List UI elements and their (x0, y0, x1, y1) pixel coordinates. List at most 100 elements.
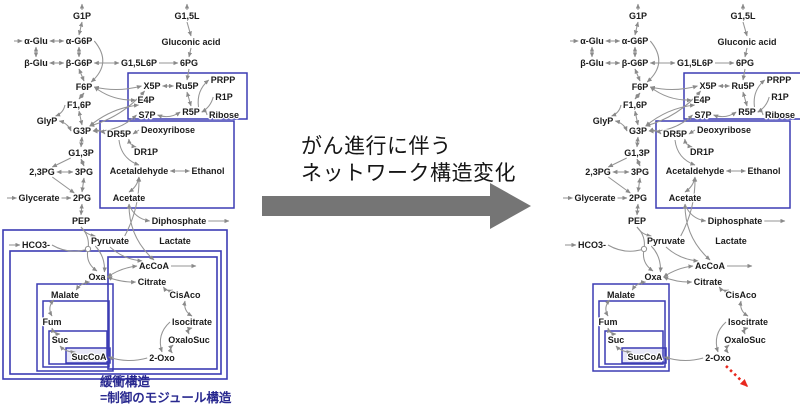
edge-Gluc-6PG-left (187, 47, 193, 58)
edge-jc-Oxa-left (86, 248, 98, 272)
node-bGlu-left: β-Glu (24, 58, 48, 68)
edge-2PG-PEP-right (635, 203, 640, 216)
node-DR5P-left: DR5P (107, 129, 131, 139)
node-G3P-left: G3P (73, 126, 91, 136)
edge-GlyP-G3P-right (614, 119, 628, 132)
junction-circle-right (640, 245, 648, 253)
edge-Oxa-Citrate-right (663, 276, 693, 285)
node-G15L6P-right: G1,5L6P (677, 58, 713, 68)
node-CisAco-right: CisAco (725, 290, 757, 300)
edge-jc-Oxa-right (642, 248, 654, 272)
node-aG6P-right: α-G6P (622, 36, 649, 46)
edge-Oxa-AcCoA-right (663, 264, 694, 278)
node-Pyruvate-right: Pyruvate (647, 236, 685, 246)
node-2Oxo-left: 2-Oxo (149, 353, 175, 363)
node-Ribose-right: Ribose (765, 110, 795, 120)
edge-Isocitrate-2Oxo-left (158, 321, 171, 353)
node-Isocitrate-left: Isocitrate (172, 317, 212, 327)
edge-2Oxo-SucCoA-right (664, 356, 704, 362)
edge-G3P-G13P-right (635, 136, 640, 148)
transition-caption-line2: ネットワーク構造変化 (301, 162, 516, 185)
node-G3P-right: G3P (629, 126, 647, 136)
edge-6PG-Ru5P-right (741, 68, 746, 81)
node-Acetate-left: Acetate (113, 193, 146, 203)
node-Deoxyribose-right: Deoxyribose (697, 125, 751, 135)
buffer-structure-caption-line1: 緩衝構造 (100, 375, 151, 389)
node-SucCoA-left: SucCoA (71, 352, 107, 362)
malate-module-box-right (592, 283, 670, 372)
node-AcCoA-left: AcCoA (139, 261, 170, 271)
buffer-mid-box-left (9, 250, 222, 375)
edge-F6P-X5P-right (649, 85, 698, 91)
node-Diphosphate-left: Diphosphate (152, 216, 207, 226)
edge-Acetate-Diphosphate-left (128, 203, 151, 223)
node-3PG-left: 3PG (75, 167, 93, 177)
edge-F16P-G3P-right (633, 110, 640, 126)
node-23PG-left: 2,3PG (29, 167, 55, 177)
edge-G13P-23PG-right (607, 157, 627, 168)
edge-CisAco-Isocitrate-left (181, 300, 193, 317)
node-OxaloSuc-right: OxaloSuc (724, 335, 766, 345)
node-Malate-left: Malate (51, 290, 79, 300)
edge-DR5P-G3P-left (92, 127, 106, 135)
edge-Fum-Malate-right (603, 299, 611, 317)
edge-S7P-R5P-right (713, 111, 737, 119)
node-Acetate-right: Acetate (669, 193, 702, 203)
node-bG6P-right: β-G6P (622, 58, 649, 68)
edge-DR5P-Acetaldehyde-right (674, 139, 696, 166)
node-HCO3-left: HCO3- (22, 240, 50, 250)
node-aGlu-right: α-Glu (580, 36, 604, 46)
edge-HCO3-jc-right (607, 244, 645, 252)
edge-F16P-G3P-left (77, 110, 84, 126)
edge-Oxa-Citrate-left (107, 276, 137, 285)
edge-bG6P-F6P-left (78, 68, 85, 82)
edge-DR5P-G3P-right (648, 127, 662, 135)
node-DR1P-right: DR1P (690, 147, 714, 157)
buffer-structure-caption: 緩衝構造 =制御のモジュール構造 (100, 375, 231, 406)
edge-S7P-R5P-left (157, 111, 181, 119)
edge-G15L-Gluc-right (742, 21, 748, 37)
edge-DR5P-DR1P-right (683, 138, 693, 149)
node-PRPP-right: PRPP (767, 75, 792, 85)
buffer-structure-caption-line2: =制御のモジュール構造 (100, 390, 232, 405)
node-6PG-left: 6PG (180, 58, 198, 68)
node-DR5P-right: DR5P (663, 129, 687, 139)
edge-Deoxyribose-DR5P-right (688, 129, 696, 135)
edge-OxaloSuc-2Oxo-right (723, 344, 730, 354)
edge-G13P-3PG-right (636, 158, 641, 167)
node-G15L6P-left: G1,5L6P (121, 58, 157, 68)
node-Oxa-left: Oxa (88, 272, 106, 282)
edge-aG6P-F6P-left (90, 40, 104, 83)
buffer-outer-box-left (2, 229, 228, 380)
node-Acetaldehyde-left: Acetaldehyde (110, 166, 169, 176)
transition-caption: がん進行に伴う ネットワーク構造変化 (301, 133, 516, 187)
node-23PG-right: 2,3PG (585, 167, 611, 177)
edge-Pyruvate-Oxa-right (650, 245, 663, 273)
malate-module-box-left (36, 283, 114, 372)
node-Citrate-right: Citrate (694, 277, 723, 287)
node-G13P-right: G1,3P (624, 148, 650, 158)
edge-Ru5P-R5P-right (742, 91, 748, 107)
node-DR1P-left: DR1P (134, 147, 158, 157)
edge-Ribose-R5P-right (757, 108, 764, 116)
node-Suc-left: Suc (52, 335, 69, 345)
node-2PG-right: 2PG (629, 193, 647, 203)
edge-23PG-2PG-left (51, 176, 75, 194)
buffer-inner-box-left (107, 256, 218, 370)
edge-F16P-GlyP-right (611, 104, 622, 117)
node-Fum-right: Fum (599, 317, 618, 327)
edge-Gluc-6PG-right (743, 47, 749, 58)
edge-HCO3-jc-left (51, 244, 89, 252)
node-G1P-left: G1P (73, 11, 91, 21)
deoxyribose-module-box-right (655, 120, 791, 209)
edge-OxaloSuc-2Oxo-left (167, 344, 174, 354)
edge-F6P-X5P-left (93, 85, 142, 91)
node-Lactate-right: Lactate (715, 236, 747, 246)
node-Ru5P-left: Ru5P (175, 81, 198, 91)
fumarate-module-box-right (598, 300, 666, 368)
node-HCO3-right: HCO3- (578, 240, 606, 250)
edge-6PG-Ru5P-left (185, 68, 190, 81)
edge-R5P-PRPP-right (753, 79, 766, 108)
edge-Malate-Oxa-right (631, 280, 646, 291)
